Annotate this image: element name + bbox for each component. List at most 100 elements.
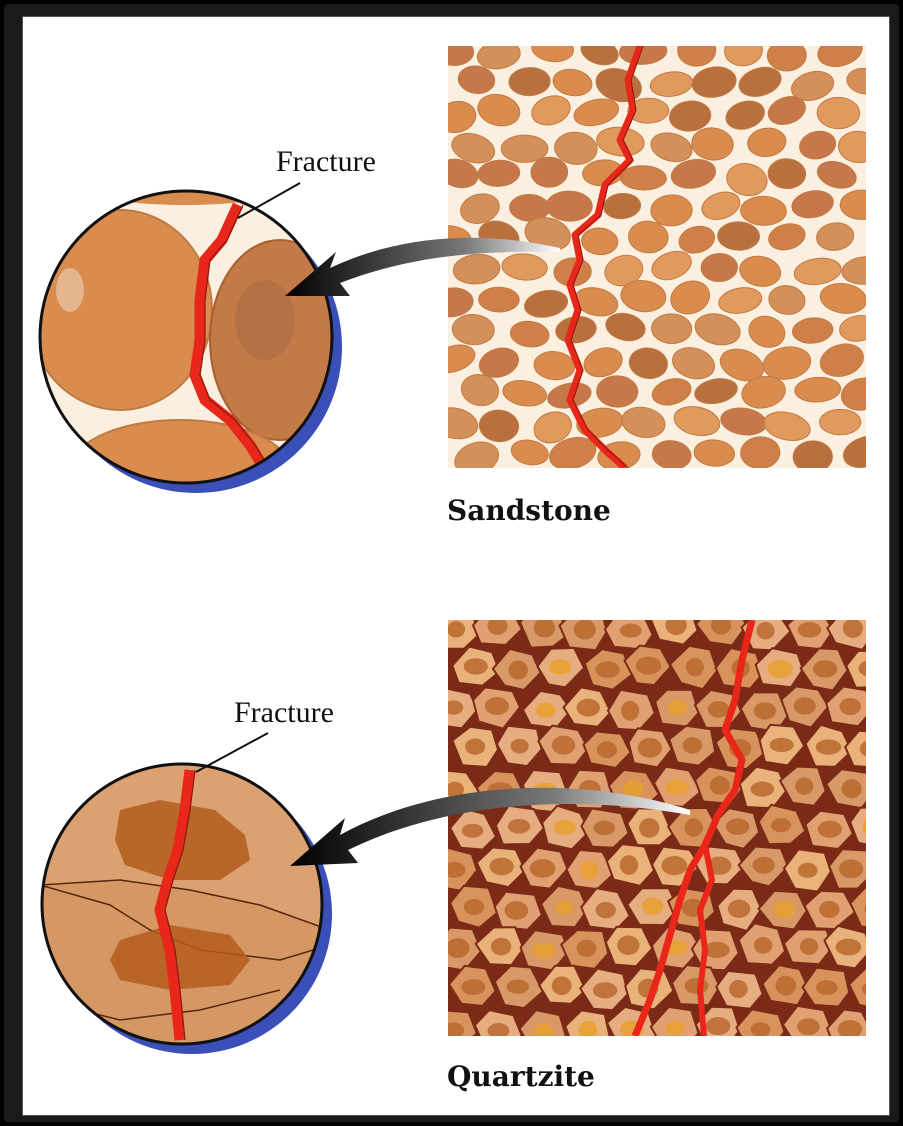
sand-grain (651, 313, 693, 344)
quartz-grain-core (703, 941, 730, 959)
sand-grain (478, 347, 519, 378)
sand-grain (819, 283, 866, 314)
quartz-grain-core (507, 818, 531, 834)
sand-grain (552, 68, 593, 97)
quartzite-callout-line (195, 732, 269, 773)
sand-grain (672, 347, 716, 380)
sand-grain (762, 346, 812, 380)
quartzite-fracture-label: Fracture (234, 696, 334, 729)
quartz-grain-core (753, 702, 777, 720)
sand-grain (549, 436, 597, 468)
quartz-grain-core (490, 937, 512, 956)
sand-grain (799, 130, 837, 160)
quartz-grain-core (573, 620, 596, 640)
quartz-grain-core (619, 855, 639, 875)
quartz-grain (844, 729, 866, 768)
sand-grain (603, 192, 642, 220)
sand-grain (554, 131, 598, 165)
quartz-grain-core (707, 701, 730, 718)
sand-grain (840, 377, 866, 411)
sand-grain (454, 441, 500, 468)
sand-grain (650, 132, 693, 163)
quartz-grain-core (664, 779, 690, 796)
quartz-grain-core (448, 938, 470, 958)
sand-grain (726, 163, 768, 197)
sand-grain (701, 191, 741, 220)
sandstone-fracture-label: Fracture (276, 145, 376, 178)
quartz-grain-core (506, 979, 530, 994)
quartz-grain-core (684, 977, 709, 994)
sand-grain (768, 285, 806, 315)
sand-grain (460, 374, 500, 407)
quartz-grain-core (858, 660, 866, 677)
quartz-grain-core (489, 857, 514, 876)
sand-grain (767, 96, 806, 125)
quartz-grain-core (859, 741, 866, 757)
quartz-grain-core (487, 1023, 510, 1036)
quartz-grain-core (593, 820, 616, 836)
sand-grain (596, 375, 639, 408)
quartz-grain-core (510, 738, 529, 754)
quartz-grain-core (685, 657, 704, 677)
quartz-grain-core (448, 700, 464, 715)
sand-grain (451, 132, 496, 164)
quartz-grain-core (684, 818, 703, 837)
quartz-grain-core (448, 621, 466, 638)
sand-grain (717, 221, 761, 251)
sand-grain (448, 287, 474, 318)
sand-grain (501, 253, 548, 281)
quartz-grain-core (813, 660, 838, 678)
quartz-grain (847, 966, 866, 1008)
sandstone-arrow (285, 237, 560, 296)
quartz-grain-core (682, 737, 703, 754)
quartz-grain-core (487, 620, 508, 635)
sand-grain (846, 67, 866, 95)
sand-grain (583, 347, 623, 378)
sand-grain (739, 255, 782, 287)
quartz-grain (845, 649, 866, 689)
quartz-grain-core (596, 741, 618, 759)
quartz-grain-core (835, 938, 862, 956)
sand-grain (509, 320, 550, 348)
sand-grain (718, 287, 763, 314)
sand-grain (451, 314, 495, 346)
quartz-grain-core (617, 935, 640, 955)
sandstone-sample-square (448, 46, 866, 468)
sand-grain (627, 97, 670, 124)
sand-grain (740, 195, 787, 226)
quartz-grain-core (463, 658, 488, 675)
sand-grain (619, 46, 668, 65)
quartzite-magnified-view (40, 762, 332, 1054)
sand-grain (725, 100, 765, 130)
quartz-grain-core (817, 820, 843, 838)
quartz-grain-core (461, 979, 486, 996)
sand-grain (816, 222, 855, 251)
quartz-grain-core (769, 737, 794, 753)
quartz-grain-core (797, 621, 822, 638)
sand-grain (476, 46, 521, 70)
sand-grain (791, 317, 834, 344)
sand-grain (448, 158, 479, 189)
sand-grain (766, 46, 807, 72)
sand-grain (478, 409, 520, 443)
sand-grain (740, 436, 781, 468)
sand-grain (510, 439, 549, 466)
quartz-grain-core (667, 699, 688, 716)
sand-grain (791, 190, 834, 219)
quartz-grain-core (465, 738, 486, 755)
quartz-grain-core (463, 898, 485, 915)
sand-grain (533, 411, 572, 444)
quartz-grain-core (837, 1019, 863, 1036)
quartzite-arrow (290, 787, 690, 866)
quartz-grain-core (750, 1022, 771, 1036)
quartz-grain-core (773, 900, 796, 919)
quartzite-rock-label: Quartzite (447, 1060, 595, 1093)
sand-grain (621, 406, 666, 439)
sand-grain (768, 223, 806, 251)
sand-grain (670, 280, 711, 315)
sand-grain (738, 66, 782, 97)
quartz-grain-core (595, 901, 616, 919)
quartz-grain-core (861, 983, 866, 996)
quartz-grain-core (793, 697, 816, 715)
